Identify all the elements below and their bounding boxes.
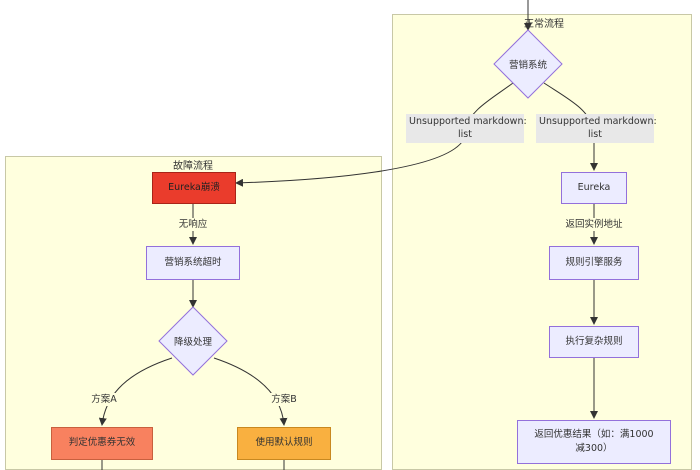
result-node-line1: 返回优惠结果（如：满1000	[534, 428, 654, 440]
eureka-crash-node: Eureka崩溃	[152, 172, 236, 204]
edge-degrade-to-b	[213, 357, 288, 426]
marketing-system-decision: 营销系统	[508, 60, 548, 71]
complex-rules-node: 执行复杂规则	[549, 326, 639, 358]
edge-label-plan-b: 方案B	[266, 393, 302, 407]
edge-left-to-crash	[235, 141, 463, 187]
normal-flow-title: 正常流程	[524, 19, 564, 30]
result-node: 返回优惠结果（如：满1000 减300）	[517, 420, 671, 464]
edge-label-plan-a: 方案A	[86, 393, 122, 407]
default-rules-node: 使用默认规则	[237, 427, 331, 460]
failure-flow-title: 故障流程	[173, 161, 213, 172]
edge-degrade-to-a	[98, 357, 173, 426]
degrade-decision: 降级处理	[173, 337, 213, 348]
eureka-node: Eureka	[561, 172, 627, 204]
edge-label-return-address: 返回实例地址	[562, 218, 626, 232]
result-node-line2: 减300）	[575, 443, 613, 454]
normal-flow-group	[392, 14, 692, 470]
edge-label-unsupported-left: Unsupported markdown: list	[406, 114, 527, 143]
degrade-diamond	[158, 306, 228, 376]
edge-label-unsupported-right-line1: Unsupported markdown:	[539, 116, 657, 127]
rule-engine-node: 规则引擎服务	[549, 246, 639, 280]
marketing-diamond	[493, 29, 563, 99]
coupon-invalid-node: 判定优惠券无效	[51, 427, 153, 460]
edge-label-unsupported-left-line2: list	[458, 129, 472, 141]
edge-label-unsupported-right-line2: list	[588, 129, 602, 141]
edge-label-no-response: 无响应	[173, 218, 213, 232]
edge-label-unsupported-right: Unsupported markdown: list	[536, 114, 657, 143]
timeout-node: 营销系统超时	[146, 246, 240, 280]
edge-label-unsupported-left-line1: Unsupported markdown:	[409, 116, 527, 127]
